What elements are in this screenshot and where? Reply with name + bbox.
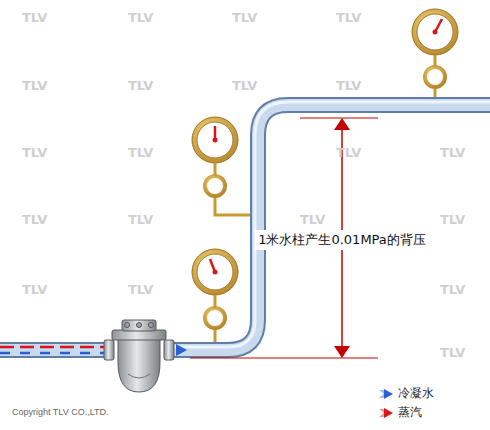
watermark: TLV bbox=[232, 78, 257, 93]
watermark: TLV bbox=[440, 212, 465, 227]
watermark: TLV bbox=[440, 345, 465, 360]
legend-text: 蒸汽 bbox=[398, 404, 422, 421]
watermark: TLV bbox=[336, 10, 361, 25]
steam-trap bbox=[104, 320, 174, 392]
watermark: TLV bbox=[128, 145, 153, 160]
watermark: TLV bbox=[22, 78, 47, 93]
watermark: TLV bbox=[336, 145, 361, 160]
watermark: TLV bbox=[128, 212, 153, 227]
watermark: TLV bbox=[300, 212, 325, 227]
watermark: TLV bbox=[22, 145, 47, 160]
watermark: TLV bbox=[440, 282, 465, 297]
legend-entry: 冷凝水 bbox=[378, 385, 434, 402]
watermark: TLV bbox=[22, 212, 47, 227]
legend-entry: 蒸汽 bbox=[378, 404, 422, 421]
watermark: TLV bbox=[440, 145, 465, 160]
pressure-gauges bbox=[192, 9, 458, 328]
watermark: TLV bbox=[128, 10, 153, 25]
gauge-stems bbox=[215, 86, 435, 343]
legend-swatch bbox=[378, 406, 394, 420]
pipe bbox=[0, 102, 490, 353]
copyright-note: Copyright TLV CO.,LTD. bbox=[12, 407, 109, 417]
watermark: TLV bbox=[232, 10, 257, 25]
watermark: TLV bbox=[336, 78, 361, 93]
watermark: TLV bbox=[22, 10, 47, 25]
legend-swatch bbox=[378, 387, 394, 401]
dimension-label: 1米水柱产生0.01MPa的背压 bbox=[255, 230, 429, 250]
watermark: TLV bbox=[128, 78, 153, 93]
flow-arrow bbox=[176, 344, 187, 356]
legend-text: 冷凝水 bbox=[398, 385, 434, 402]
watermark: TLV bbox=[22, 282, 47, 297]
watermark: TLV bbox=[128, 282, 153, 297]
